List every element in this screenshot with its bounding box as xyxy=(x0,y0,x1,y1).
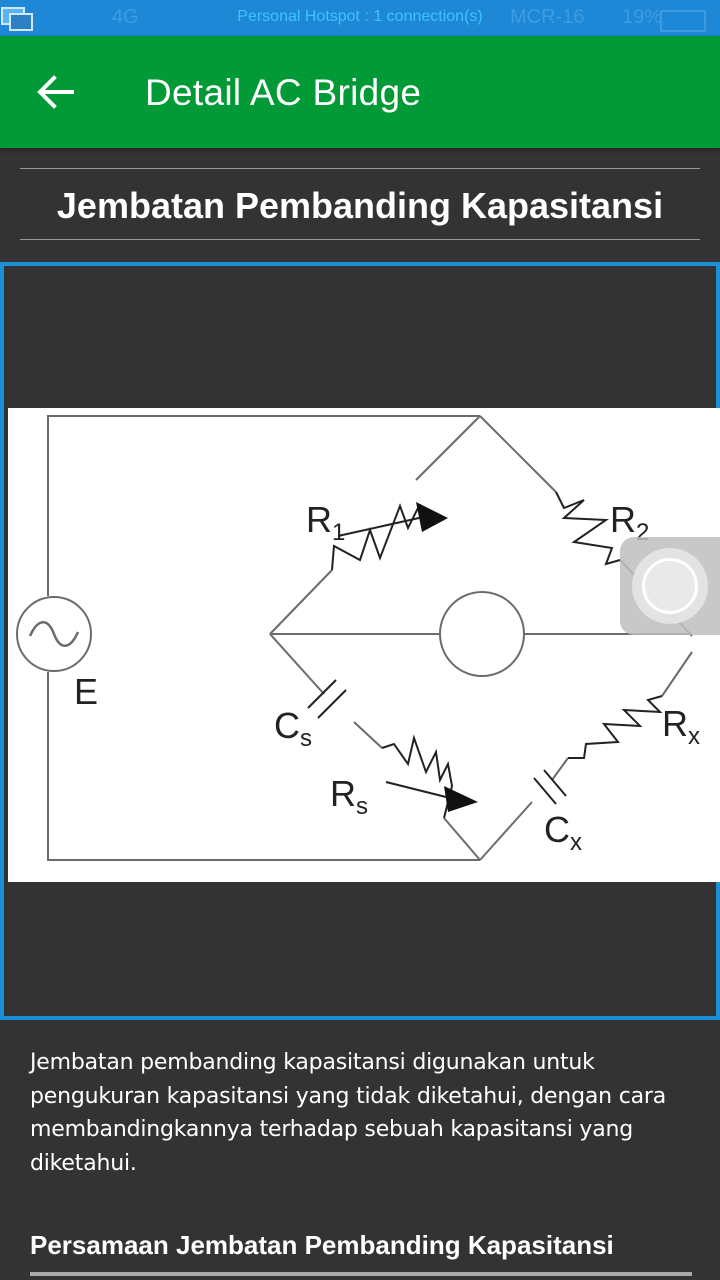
heading-divider xyxy=(30,1272,692,1276)
label-r1: R1 xyxy=(306,499,345,546)
hotspot-status: Personal Hotspot : 1 connection(s) xyxy=(237,8,483,25)
label-e: E xyxy=(74,671,98,712)
label-rx: Rx xyxy=(662,703,700,750)
circuit-diagram: R1 R2 Rx Rs Cs Cx E xyxy=(8,408,720,882)
carrier-name: MCR-16 xyxy=(510,6,585,28)
app-bar: Detail AC Bridge xyxy=(0,36,720,148)
network-type: 4G xyxy=(112,6,139,28)
app-bar-title: Detail AC Bridge xyxy=(145,72,422,113)
label-cs: Cs xyxy=(274,705,312,752)
label-cx: Cx xyxy=(544,809,582,856)
label-rs: Rs xyxy=(330,773,368,820)
equation-heading: Persamaan Jembatan Pembanding Kapasitans… xyxy=(30,1230,614,1260)
page-title: Jembatan Pembanding Kapasitansi xyxy=(20,168,700,240)
assistive-touch-center-icon xyxy=(642,558,698,614)
battery-percent: 19% xyxy=(622,6,663,28)
status-bar: 4G Personal Hotspot : 1 connection(s) MC… xyxy=(0,0,720,36)
assistive-touch-button[interactable] xyxy=(620,537,720,635)
circuit-figure-frame: R1 R2 Rx Rs Cs Cx E xyxy=(0,262,720,1020)
notification-icon xyxy=(0,2,38,34)
arrow-left-icon[interactable] xyxy=(36,74,76,110)
battery-icon xyxy=(660,10,706,32)
description-text: Jembatan pembanding kapasitansi digunaka… xyxy=(30,1050,667,1176)
